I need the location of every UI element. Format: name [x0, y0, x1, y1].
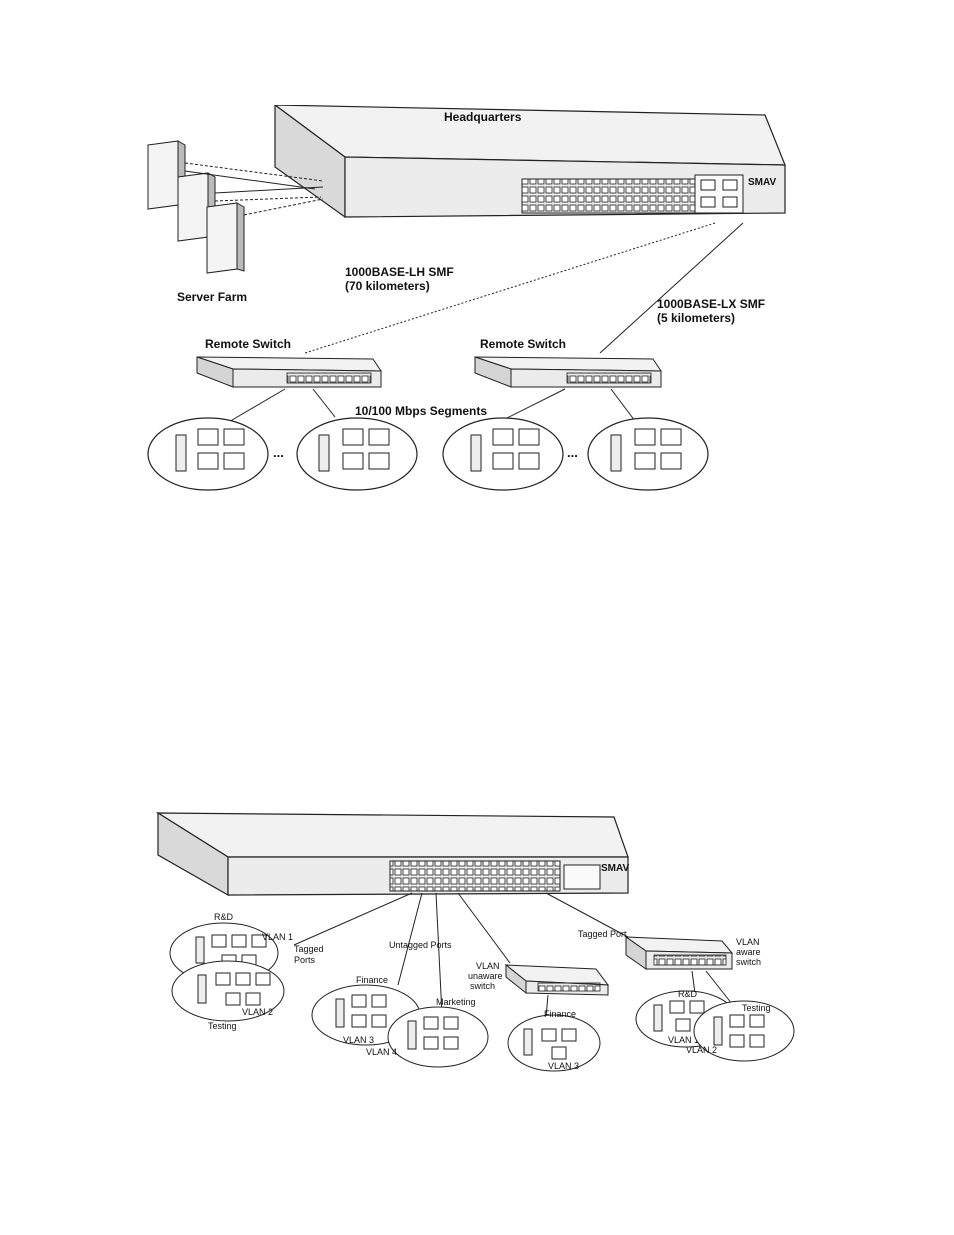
finance-label: Finance	[356, 975, 388, 985]
lan-segment-1	[147, 417, 269, 491]
finance-right-label: Finance	[544, 1009, 576, 1019]
tagged-port-label: Tagged Port	[578, 929, 627, 939]
link-lh-line2: (70 kilometers)	[345, 279, 430, 293]
tagged-ports-line2: Ports	[294, 955, 316, 965]
lan-segment-4	[587, 417, 709, 491]
link-lx-line1: 1000BASE-LX SMF	[657, 297, 765, 311]
vlan-unaware-line3: switch	[470, 981, 495, 991]
main-switch-brand: SMAV	[601, 863, 629, 874]
network-diagram-wan: SMAV Headquarters Server Farm 1000BASE-L…	[145, 105, 797, 495]
testing-label: Testing	[208, 1021, 237, 1031]
fiber-link-lx	[599, 222, 744, 354]
remote-switch-right	[474, 356, 662, 388]
vlan4-label: VLAN 4	[366, 1047, 397, 1057]
server-farm-label: Server Farm	[177, 290, 247, 304]
vlan-unaware-line1: VLAN	[476, 961, 500, 971]
lan-segment-2	[296, 417, 418, 491]
remote-switch-left	[196, 356, 382, 388]
vlan1-label: VLAN 1	[262, 932, 293, 942]
marketing-label: Marketing	[436, 997, 476, 1007]
vlan3-label: VLAN 3	[343, 1035, 374, 1045]
marketing-vlan4-group	[387, 1006, 489, 1068]
testing-right-label: Testing	[742, 1003, 771, 1013]
finance-right-group	[507, 1014, 601, 1072]
rd-right-label: R&D	[678, 989, 698, 999]
server-farm	[147, 140, 324, 274]
headquarters-label: Headquarters	[444, 110, 522, 124]
vlan-unaware-switch	[504, 963, 610, 996]
main-switch-port-block	[389, 860, 561, 892]
ellipsis-left: ...	[273, 445, 284, 460]
link-lx-line2: (5 kilometers)	[657, 311, 735, 325]
vlan3-right-label: VLAN 3	[548, 1061, 579, 1071]
hq-brand-logo: SMAV	[748, 177, 776, 188]
hq-port-block	[521, 178, 703, 214]
vlan-diagram-canvas: SMAV R&D VLAN 1 Tagged Ports VLAN 2 Test…	[155, 811, 795, 1072]
vlan1-right-label: VLAN 1	[668, 1035, 699, 1045]
link-lh-line1: 1000BASE-LH SMF	[345, 265, 454, 279]
vlan-aware-line1: VLAN	[736, 937, 760, 947]
remote-switch-right-label: Remote Switch	[480, 337, 566, 351]
vlan-unaware-line2: unaware	[468, 971, 503, 981]
rd-label: R&D	[214, 912, 234, 922]
testing-right-group	[693, 1000, 795, 1062]
segments-label: 10/100 Mbps Segments	[355, 404, 487, 418]
untagged-ports-label: Untagged Ports	[389, 940, 452, 950]
remote-switch-left-label: Remote Switch	[205, 337, 291, 351]
main-switch: SMAV	[155, 811, 629, 897]
lan-segment-3	[442, 417, 564, 491]
vlan-aware-line2: aware	[736, 947, 761, 957]
wan-diagram-canvas: SMAV Headquarters Server Farm 1000BASE-L…	[147, 105, 786, 491]
headquarters-switch: SMAV	[273, 105, 786, 219]
vlan-aware-line3: switch	[736, 957, 761, 967]
vlan-aware-switch	[624, 936, 734, 970]
vlan2-right-label: VLAN 2	[686, 1045, 717, 1055]
testing-vlan2-group	[171, 960, 285, 1022]
tagged-ports-line1: Tagged	[294, 944, 324, 954]
network-diagram-vlan: SMAV R&D VLAN 1 Tagged Ports VLAN 2 Test…	[146, 805, 796, 1118]
ellipsis-right: ...	[567, 445, 578, 460]
vlan2-label: VLAN 2	[242, 1007, 273, 1017]
